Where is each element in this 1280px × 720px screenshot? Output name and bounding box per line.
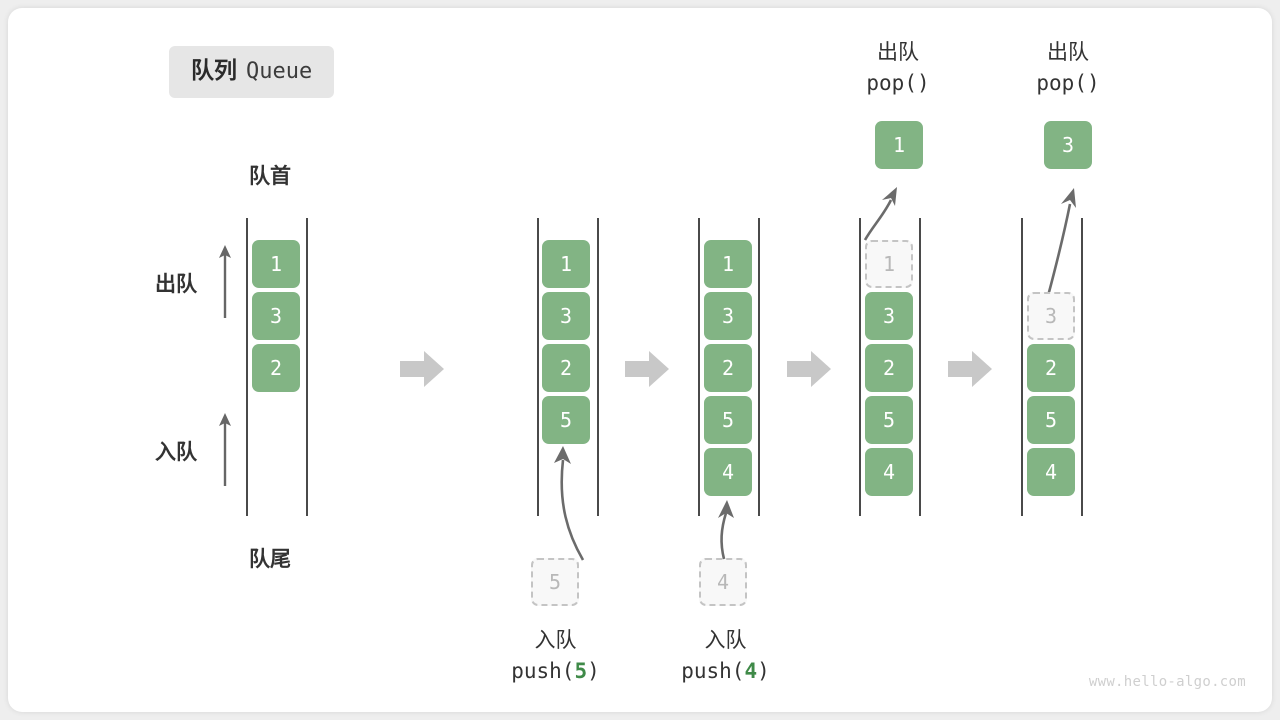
queue-rail-right-5 [1081, 218, 1083, 516]
queue-cell: 1 [542, 240, 590, 288]
enqueue-direction-label: 入队 [155, 441, 197, 464]
queue-rail-right-2 [597, 218, 599, 516]
incoming-ghost-cell: 5 [531, 558, 579, 606]
queue-tail-label: 队尾 [249, 548, 291, 571]
queue-cell: 2 [542, 344, 590, 392]
queue-cell: 5 [1027, 396, 1075, 444]
queue-cell: 3 [252, 292, 300, 340]
enqueue-caption-cn: 入队 [704, 629, 747, 652]
queue-head-label: 队首 [249, 165, 291, 188]
enqueue-caption-code: push(4) [681, 659, 770, 684]
figure-title-en: Queue [246, 59, 313, 84]
enqueue-caption-4: 入队 push(4) [653, 626, 798, 687]
dequeue-caption-3: 出队 pop() [993, 38, 1143, 99]
enqueue-curve-arrow-icon [718, 500, 734, 560]
queue-rail-left-1 [246, 218, 248, 516]
queue-cell: 5 [865, 396, 913, 444]
figure-card: 队列 Queue 队首 队尾 出队 入队 1 3 2 1 3 2 5 5 入队 p… [8, 8, 1272, 712]
dequeue-caption-cn: 出队 [877, 41, 919, 64]
dequeued-ghost-cell: 3 [1027, 292, 1075, 340]
dequeue-caption-1: 出队 pop() [823, 38, 973, 99]
queue-cell: 4 [865, 448, 913, 496]
queue-rail-left-2 [537, 218, 539, 516]
dequeue-direction-arrow-icon [219, 245, 231, 318]
queue-cell: 2 [704, 344, 752, 392]
popped-value-cell: 1 [875, 121, 923, 169]
queue-cell: 3 [542, 292, 590, 340]
enqueue-caption-5: 入队 push(5) [483, 626, 628, 687]
queue-cell: 4 [1027, 448, 1075, 496]
queue-cell-new: 5 [542, 396, 590, 444]
queue-cell: 3 [704, 292, 752, 340]
dequeue-direction-label: 出队 [155, 273, 197, 296]
queue-cell: 3 [865, 292, 913, 340]
queue-cell: 1 [704, 240, 752, 288]
enqueue-curve-arrow-icon [554, 446, 585, 561]
step-arrow-icon [400, 351, 444, 387]
enqueue-direction-arrow-icon [219, 413, 231, 486]
queue-cell: 1 [252, 240, 300, 288]
queue-cell: 2 [252, 344, 300, 392]
dequeued-ghost-cell: 1 [865, 240, 913, 288]
queue-cell: 2 [865, 344, 913, 392]
dequeue-caption-code: pop() [866, 71, 930, 96]
queue-cell: 2 [1027, 344, 1075, 392]
incoming-ghost-cell: 4 [699, 558, 747, 606]
queue-cell: 5 [704, 396, 752, 444]
figure-title-badge: 队列 Queue [169, 46, 335, 98]
queue-rail-right-1 [306, 218, 308, 516]
step-arrow-icon [948, 351, 992, 387]
queue-rail-right-3 [758, 218, 760, 516]
dequeue-curve-arrow-icon [1046, 188, 1076, 297]
queue-rail-left-3 [698, 218, 700, 516]
dequeue-caption-code: pop() [1036, 71, 1100, 96]
dequeue-caption-cn: 出队 [1047, 41, 1089, 64]
step-arrow-icon [787, 351, 831, 387]
enqueue-caption-cn: 入队 [534, 629, 577, 652]
queue-rail-left-5 [1021, 218, 1023, 516]
popped-value-cell: 3 [1044, 121, 1092, 169]
watermark: www.hello-algo.com [1088, 674, 1246, 690]
step-arrow-icon [625, 351, 669, 387]
dequeue-curve-arrow-icon [863, 187, 897, 241]
figure-title-cn: 队列 [191, 57, 237, 83]
enqueue-caption-code: push(5) [511, 659, 600, 684]
queue-rail-right-4 [919, 218, 921, 516]
queue-rail-left-4 [859, 218, 861, 516]
queue-cell-new: 4 [704, 448, 752, 496]
